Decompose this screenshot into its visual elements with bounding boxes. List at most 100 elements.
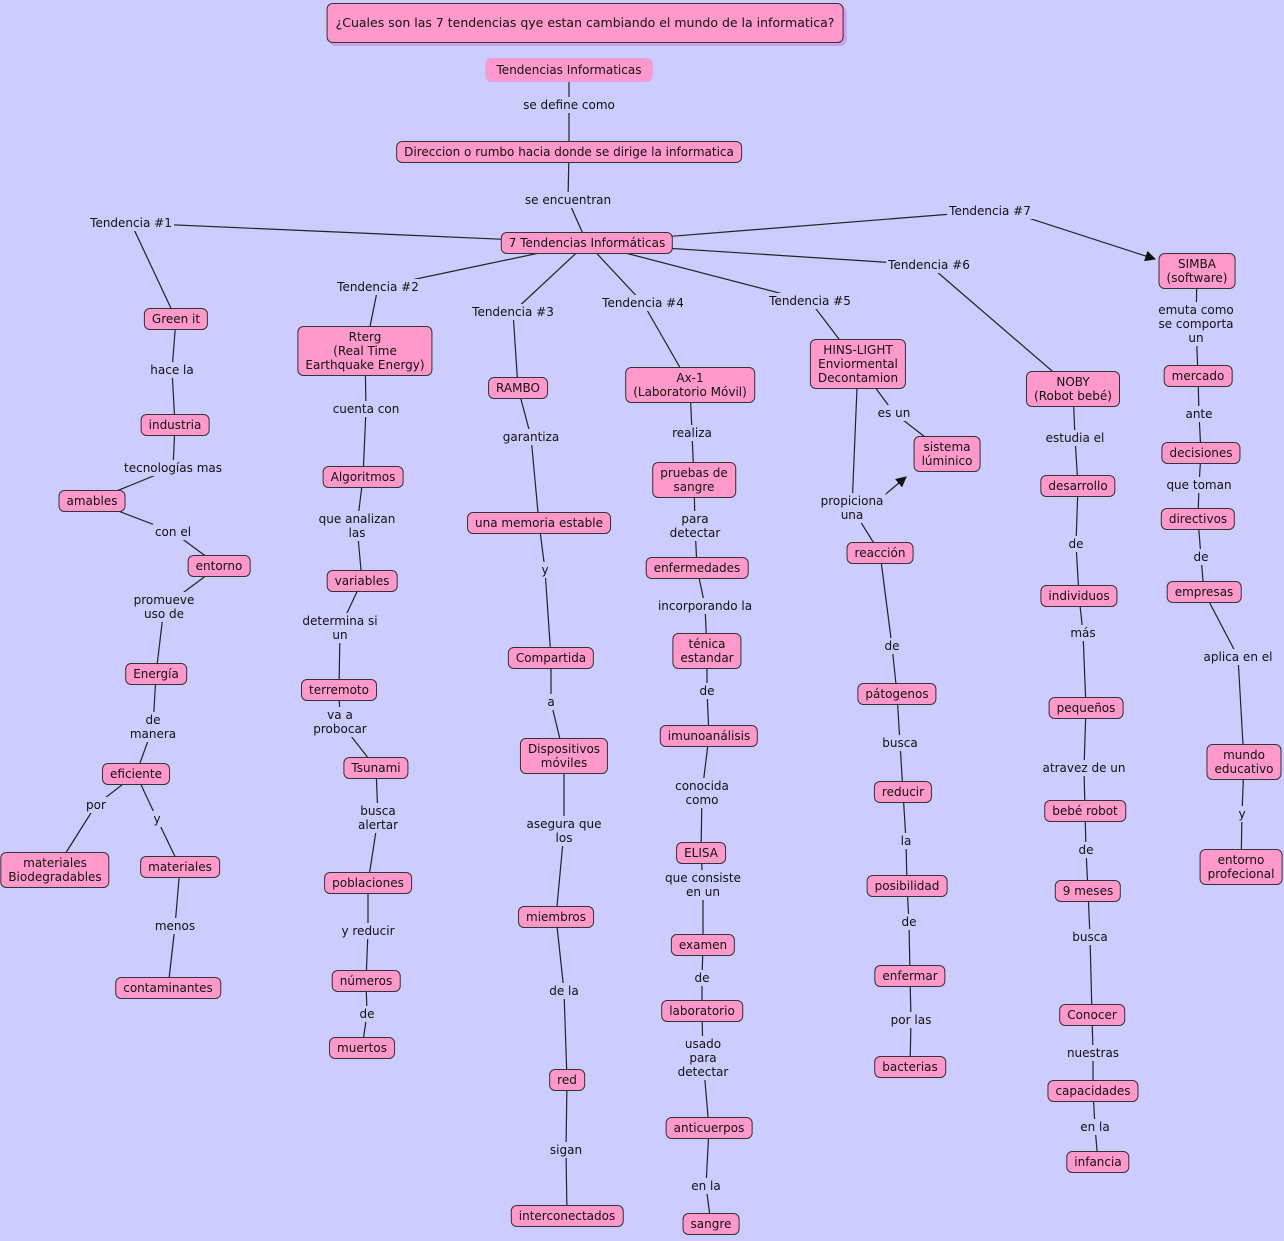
connector-line [512,311,519,389]
concept-node-t7[interactable]: 7 Tendencias Informáticas [500,232,674,254]
linking-phrase-l6a: estudia el [1043,430,1107,446]
concept-node-c4-enfermedades[interactable]: enfermedades [645,557,749,579]
concept-node-c1-energia[interactable]: Energía [125,663,187,685]
linking-phrase-l1b: tecnologías mas [122,460,224,476]
concept-node-c3-red[interactable]: red [549,1069,585,1091]
concept-node-c3-memoria[interactable]: una memoria estable [467,512,611,534]
concept-node-c4-anticuerpos[interactable]: anticuerpos [665,1117,753,1139]
linking-phrase-l6g: nuestras [1064,1045,1122,1061]
linking-phrase-l6b: de [1066,536,1086,552]
concept-node-c5-posibilidad[interactable]: posibilidad [866,875,948,897]
concept-node-c1-contaminantes[interactable]: contaminantes [115,977,221,999]
linking-phrase-l5b: propiciona una [818,493,886,523]
concept-node-c7-mercado[interactable]: mercado [1163,365,1233,387]
concept-node-c4-examen[interactable]: examen [670,934,736,956]
concept-node-c2-variables[interactable]: variables [326,570,398,592]
linking-phrase-l-t2: Tendencia #2 [335,279,421,295]
concept-node-c7-mundo[interactable]: mundo educativo [1206,744,1282,780]
linking-phrase-l1c: con el [152,524,194,540]
concept-node-c5-enfermar[interactable]: enfermar [874,965,946,987]
concept-node-c6-pequenos[interactable]: pequeños [1048,697,1124,719]
concept-node-c1-eficiente[interactable]: eficiente [102,763,170,785]
connector-line [130,222,177,320]
concept-node-c7-decisiones[interactable]: decisiones [1161,442,1241,464]
connector-line [530,436,540,524]
linking-phrase-l1h: menos [152,918,198,934]
concept-node-c3-dispositivos[interactable]: Dispositivos móviles [519,738,609,774]
linking-phrase-l3c: a [545,694,557,710]
linking-phrase-l-define: se define como [521,97,617,113]
linking-phrase-l-t1: Tendencia #1 [88,215,174,231]
concept-node-c2-numeros[interactable]: números [331,970,401,992]
concept-node-c7-simba[interactable]: SIMBA (software) [1158,253,1236,289]
concept-node-c5-reaccion[interactable]: reacción [846,542,914,564]
concept-node-c4-ax1[interactable]: Ax-1 (Laboratorio Móvil) [625,367,755,403]
concept-node-c5-patogenos[interactable]: pátogenos [857,683,937,705]
concept-node-c7-entorno[interactable]: entorno profecional [1199,849,1283,885]
concept-node-c6-bebe[interactable]: bebé robot [1044,800,1126,822]
concept-node-c4-elisa[interactable]: ELISA [676,842,726,864]
concept-node-c4-sangre[interactable]: sangre [682,1213,740,1235]
concept-node-c6-individuos[interactable]: individuos [1040,585,1118,607]
concept-node-c4-laboratorio[interactable]: laboratorio [661,1000,743,1022]
arrow-connector [1016,213,1157,262]
concept-node-c6-desarrollo[interactable]: desarrollo [1040,475,1116,497]
concept-node-c2-terremoto[interactable]: terremoto [301,679,377,701]
connector-line [1082,632,1087,709]
concept-node-c5-hins[interactable]: HINS-LIGHT Enviormental Decontamion [809,339,907,389]
linking-phrase-l5f: de [899,914,919,930]
concept-node-c7-empresas[interactable]: empresas [1166,581,1242,603]
concept-node-c4-pruebas[interactable]: pruebas de sangre [652,462,736,498]
linking-phrase-l-t5: Tendencia #5 [767,293,853,309]
linking-phrase-l1e: de manera [127,712,179,742]
concept-node-c1-green[interactable]: Green it [143,308,209,330]
linking-phrase-l1f: por [84,797,108,813]
concept-node-c6-infancia[interactable]: infancia [1066,1151,1130,1173]
concept-node-c3-compartida[interactable]: Compartida [507,647,595,669]
linking-phrase-l5a: es un [875,405,913,421]
linking-phrase-l5d: busca [880,735,920,751]
linking-phrase-l2d: va a probocar [311,707,369,737]
linking-phrase-l-t3: Tendencia #3 [470,304,556,320]
linking-phrase-l5e: la [898,833,914,849]
concept-node-c6-noby[interactable]: NOBY (Robot bebé) [1026,371,1120,407]
concept-node-c3-interconectados[interactable]: interconectados [510,1205,624,1227]
concept-node-c6-conocer[interactable]: Conocer [1059,1004,1125,1026]
concept-node-c3-rambo[interactable]: RAMBO [488,377,548,399]
linking-phrase-l5g: por las [888,1012,934,1028]
concept-node-c1-entorno[interactable]: entorno [187,555,251,577]
concept-node-c2-muertos[interactable]: muertos [329,1037,395,1059]
linking-phrase-l4b: para detectar [667,511,723,541]
concept-node-c4-tecnica[interactable]: ténica estandar [672,633,742,669]
linking-phrase-l7f: y [1236,806,1248,822]
linking-phrase-l6f: busca [1070,929,1110,945]
concept-node-c5-reducir[interactable]: reducir [873,781,933,803]
concept-node-c1-amables[interactable]: amables [58,490,126,512]
concept-node-c5-sistema[interactable]: sistema lúminico [913,436,981,472]
linking-phrase-l7e: aplica en el [1201,649,1275,665]
linking-phrase-l6e: de [1076,842,1096,858]
concept-node-c2-rterg[interactable]: Rterg (Real Time Earthquake Energy) [297,326,433,376]
linking-phrase-l-encuentran: se encuentran [522,192,614,208]
concept-node-c2-poblaciones[interactable]: poblaciones [324,872,412,894]
concept-node-c1-industria[interactable]: industria [140,414,210,436]
concept-node-dir[interactable]: Direccion o rumbo hacia donde se dirige … [396,141,742,163]
concept-node-c3-miembros[interactable]: miembros [518,906,594,928]
linking-phrase-l4e: conocida como [673,778,731,808]
linking-phrase-l2c: determina si un [300,613,380,643]
concept-node-c4-imuno[interactable]: imunoanálisis [659,725,759,747]
concept-node-c7-directivos[interactable]: directivos [1160,508,1236,530]
concept-node-c2-algoritmos[interactable]: Algoritmos [322,466,404,488]
concept-node-c1-materiales[interactable]: materiales [140,856,220,878]
concept-node-ti[interactable]: Tendencias Informaticas [485,58,653,82]
linking-phrase-l7c: que toman [1164,477,1234,493]
concept-node-c1-biodeg[interactable]: materiales Biodegradables [0,852,110,888]
linking-phrase-l4a: realiza [670,425,714,441]
focus-question[interactable]: ¿Cuales son las 7 tendencias qye estan c… [326,3,844,43]
concept-node-c6-capacidades[interactable]: capacidades [1047,1080,1139,1102]
concept-node-c6-meses[interactable]: 9 meses [1054,880,1122,902]
linking-phrase-l1g: y [151,811,163,827]
linking-phrase-l4f: que consiste en un [663,870,743,900]
concept-node-c2-tsunami[interactable]: Tsunami [343,757,409,779]
concept-node-c5-bacterias[interactable]: bacterias [874,1056,946,1078]
